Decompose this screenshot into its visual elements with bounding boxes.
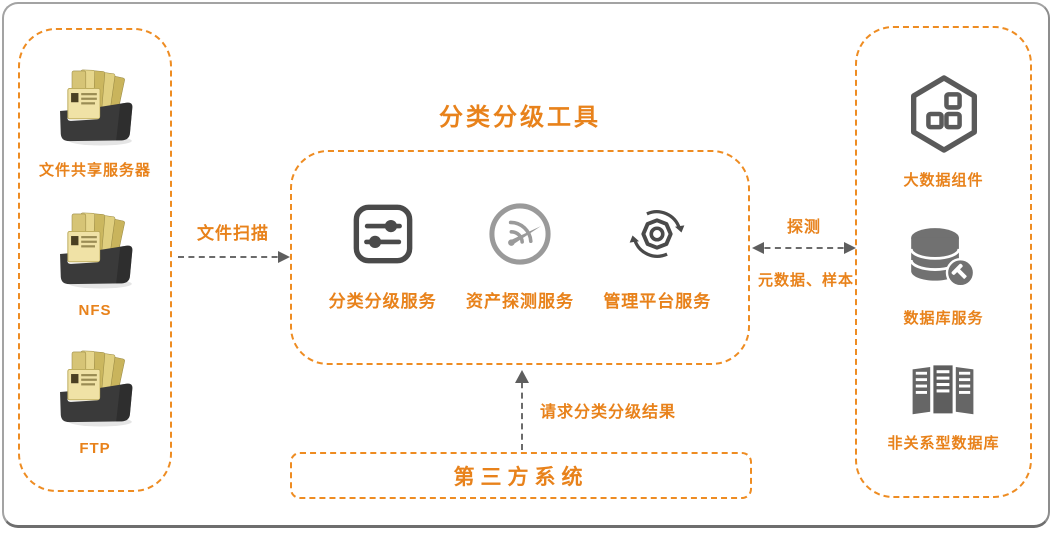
server-racks-icon — [903, 362, 983, 425]
third-party-label: 第三方系统 — [453, 464, 589, 489]
service-label: 资产探测服务 — [465, 292, 574, 311]
service-label: 分类分级服务 — [328, 292, 437, 311]
database-icon — [903, 225, 983, 300]
file-sources-group: 文件共享服务器 — [18, 28, 172, 492]
file-box-icon — [49, 206, 141, 295]
target-item-bigdata: 大数据组件 — [903, 71, 985, 190]
hexagon-modules-icon — [903, 71, 985, 162]
page-title: 分类分级工具 — [439, 105, 601, 131]
request-result-label: 请求分类分级结果 — [540, 404, 677, 421]
service-item-asset-detect: 资产探测服务 — [451, 198, 588, 312]
file-box-icon — [49, 344, 141, 433]
target-item-database: 数据库服务 — [903, 225, 983, 328]
target-item-nosql: 非关系型数据库 — [887, 362, 999, 453]
source-item-file-share: 文件共享服务器 — [39, 63, 151, 180]
file-box-icon — [49, 63, 141, 152]
request-result-arrow — [515, 370, 529, 450]
service-item-mgmt-platform: 管理平台服务 — [589, 198, 726, 312]
gear-sync-icon — [621, 198, 693, 275]
detect-label: 探测 — [786, 219, 821, 236]
source-label: FTP — [79, 439, 111, 457]
target-label: 非关系型数据库 — [887, 435, 1000, 453]
classification-tool-group: 分类分级服务 资产探测服务 — [290, 150, 750, 365]
radar-gauge-icon — [484, 198, 556, 275]
data-targets-group: 大数据组件 数据库服务 — [855, 26, 1032, 498]
source-label: NFS — [78, 301, 112, 319]
file-scan-label: 文件扫描 — [197, 224, 269, 243]
detect-bidirectional-arrow — [752, 242, 856, 254]
source-item-ftp: FTP — [49, 344, 141, 457]
service-item-classification: 分类分级服务 — [314, 198, 451, 312]
file-scan-arrow — [178, 251, 290, 263]
third-party-system-box: 第三方系统 — [290, 452, 752, 499]
source-item-nfs: NFS — [49, 206, 141, 319]
service-label: 管理平台服务 — [603, 292, 712, 311]
target-label: 数据库服务 — [903, 309, 984, 327]
source-label: 文件共享服务器 — [38, 162, 151, 180]
services-row: 分类分级服务 资产探测服务 — [314, 198, 726, 312]
metadata-sample-label: 元数据、样本 — [757, 272, 854, 289]
sliders-icon — [347, 198, 419, 275]
target-label: 大数据组件 — [903, 171, 984, 189]
